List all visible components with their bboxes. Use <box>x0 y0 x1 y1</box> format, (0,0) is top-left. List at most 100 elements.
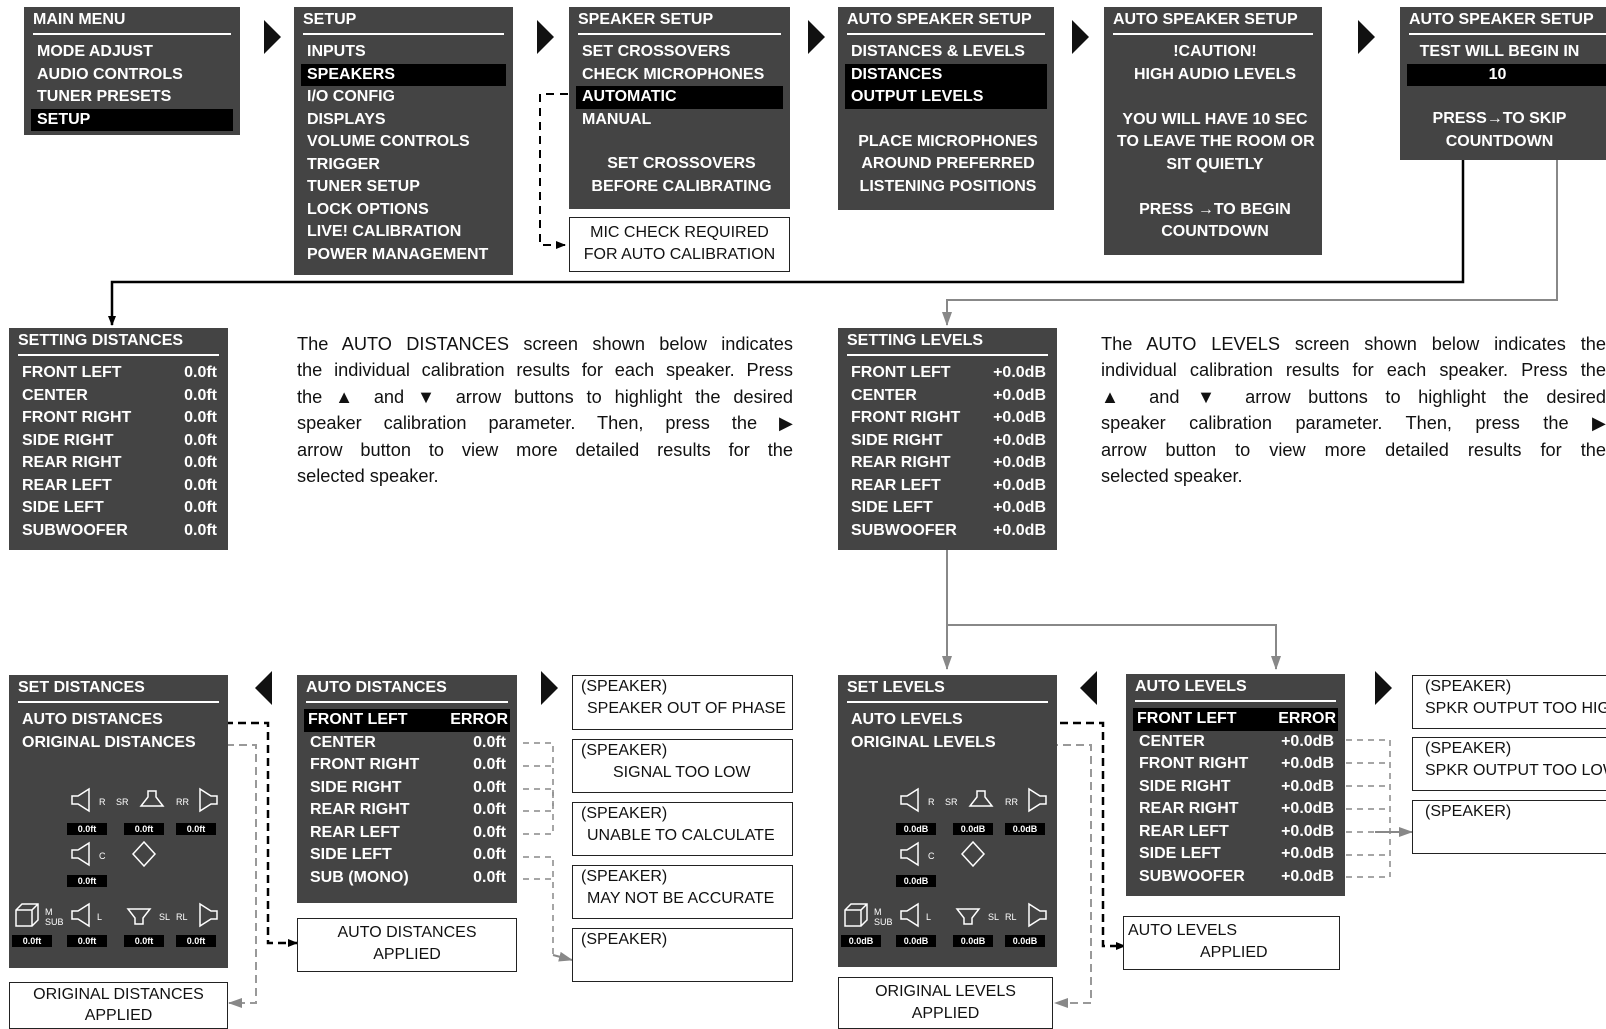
menu-item-output-levels[interactable]: OUTPUT LEVELS <box>845 86 1047 109</box>
panel-title: AUTO SPEAKER SETUP <box>1409 7 1606 35</box>
speaker-value-badge: 0.0dB <box>953 935 993 947</box>
menu-item-tuner-setup[interactable]: TUNER SETUP <box>307 178 420 195</box>
menu-item-live-calibration[interactable]: LIVE! CALIBRATION <box>307 223 462 240</box>
menu-item-power-management[interactable]: POWER MANAGEMENT <box>307 245 489 263</box>
caution-text: COUNTDOWN <box>1161 223 1269 240</box>
rl-speaker-icon <box>194 902 220 928</box>
speaker-name: SIDE RIGHT <box>22 431 114 449</box>
caution-text: SIT QUIETLY <box>1166 155 1264 173</box>
menu-item-speakers[interactable]: SPEAKERS <box>301 63 506 86</box>
menu-item-set-crossovers[interactable]: SET CROSSOVERS <box>582 43 731 60</box>
level-row[interactable]: FRONT RIGHT+0.0dB <box>1135 753 1336 776</box>
level-row[interactable]: CENTER+0.0dB <box>1135 731 1336 754</box>
speaker-position-label: SL <box>988 912 1000 922</box>
box-line: (SPEAKER) <box>581 805 668 822</box>
speaker-value-badge: 0.0ft <box>67 935 107 947</box>
speaker-value-badge: 0.0dB <box>953 823 993 835</box>
menu-item-check-microphones[interactable]: CHECK MICROPHONES <box>582 65 765 83</box>
level-row[interactable]: REAR LEFT+0.0dB <box>1135 821 1336 844</box>
menu-item-audio-controls[interactable]: AUDIO CONTROLS <box>37 65 183 83</box>
caution-text: PRESS →TO BEGIN <box>1139 200 1291 218</box>
level-error-box: (SPEAKER) SPKR OUTPUT TOO HIGH <box>1412 675 1606 729</box>
box-line: APPLIED <box>373 946 441 963</box>
r-speaker-icon <box>69 787 95 813</box>
paragraph-line: arrow button to view more detailed resul… <box>297 439 793 460</box>
menu-item-setup[interactable]: SETUP <box>31 108 233 131</box>
box-line: UNABLE TO CALCULATE <box>587 827 775 844</box>
menu-item-tuner-presets[interactable]: TUNER PRESETS <box>37 88 172 105</box>
speaker-name: REAR RIGHT <box>851 454 951 471</box>
speaker-position-label: RR <box>176 797 189 807</box>
speaker-name: SIDE LEFT <box>22 499 104 516</box>
menu-item-original-distances[interactable]: ORIGINAL DISTANCES <box>22 733 196 751</box>
menu-item-trigger[interactable]: TRIGGER <box>307 155 380 173</box>
speaker-position-label: L <box>97 912 103 922</box>
distance-row[interactable]: SUB (MONO)0.0ft <box>306 867 508 890</box>
note-line: BEFORE CALIBRATING <box>591 177 772 195</box>
menu-item-distances-levels[interactable]: DISTANCES & LEVELS <box>851 43 1025 60</box>
speaker-value-badge: 0.0ft <box>67 875 107 887</box>
speaker-value: +0.0dB <box>1281 732 1334 750</box>
menu-item-volume-controls[interactable]: VOLUME CONTROLS <box>307 133 470 150</box>
panel-title: MAIN MENU <box>33 7 231 35</box>
sl-speaker-icon <box>126 904 152 930</box>
original-levels-applied-box: ORIGINAL LEVELS APPLIED <box>838 977 1053 1029</box>
speaker-name: CENTER <box>310 733 376 751</box>
menu-item-inputs[interactable]: INPUTS <box>307 43 366 60</box>
speaker-name: FRONT RIGHT <box>851 409 961 426</box>
level-row[interactable]: REAR RIGHT+0.0dB <box>1135 798 1336 821</box>
panel-title: AUTO LEVELS <box>1135 674 1336 702</box>
level-row: REAR LEFT+0.0dB <box>847 475 1048 498</box>
menu-item-lock-options[interactable]: LOCK OPTIONS <box>307 200 429 218</box>
distance-error-box: (SPEAKER) SIGNAL TOO LOW <box>572 739 793 793</box>
level-row[interactable]: SUBWOOFER+0.0dB <box>1135 866 1336 889</box>
speaker-name: SIDE RIGHT <box>310 778 402 796</box>
level-row: FRONT RIGHT +0.0dB <box>847 407 1048 430</box>
menu-item-displays[interactable]: DISPLAYS <box>307 110 386 128</box>
menu-item-original-levels[interactable]: ORIGINAL LEVELS <box>851 733 996 751</box>
speaker-value-badge: 0.0ft <box>124 823 164 835</box>
paragraph-line: selected speaker. <box>1101 466 1243 487</box>
level-row[interactable]: SIDE RIGHT+0.0dB <box>1135 776 1336 799</box>
listener-speaker-icon <box>131 841 157 867</box>
box-line: MAY NOT BE ACCURATE <box>587 890 775 907</box>
menu-item-auto-levels[interactable]: AUTO LEVELS <box>851 711 963 728</box>
speaker-position-label: RR <box>1005 797 1018 807</box>
speaker-name: SUBWOOFER <box>1139 867 1245 885</box>
speaker-name: FRONT LEFT <box>1137 710 1237 727</box>
level-row[interactable]: SIDE LEFT+0.0dB <box>1135 843 1336 866</box>
countdown-value: 10 <box>1407 63 1606 86</box>
menu-item-io-config[interactable]: I/O CONFIG <box>307 88 395 105</box>
menu-item-mode-adjust[interactable]: MODE ADJUST <box>37 43 153 60</box>
set-levels-panel: SET LEVELS AUTO LEVELS ORIGINAL LEVELS R… <box>838 675 1057 967</box>
box-line: APPLIED <box>84 1007 153 1024</box>
box-line: SPEAKER OUT OF PHASE <box>587 700 786 717</box>
menu-item-distances[interactable]: DISTANCES <box>845 63 1047 86</box>
caution-text: YOU WILL HAVE 10 SEC <box>1122 110 1308 128</box>
menu-item-manual[interactable]: MANUAL <box>582 110 652 128</box>
menu-item-auto-distances[interactable]: AUTO DISTANCES <box>22 711 163 728</box>
box-line: ORIGINAL LEVELS <box>875 983 1016 1000</box>
speaker-name: REAR LEFT <box>851 476 941 494</box>
panel-title: SETUP <box>303 7 504 35</box>
speaker-position-label: SR <box>116 797 129 807</box>
menu-item-automatic[interactable]: AUTOMATIC <box>576 86 783 109</box>
speaker-value: +0.0dB <box>993 409 1046 426</box>
level-row: SUBWOOFER+0.0dB <box>847 520 1048 543</box>
speaker-value: 0.0ft <box>184 454 217 471</box>
